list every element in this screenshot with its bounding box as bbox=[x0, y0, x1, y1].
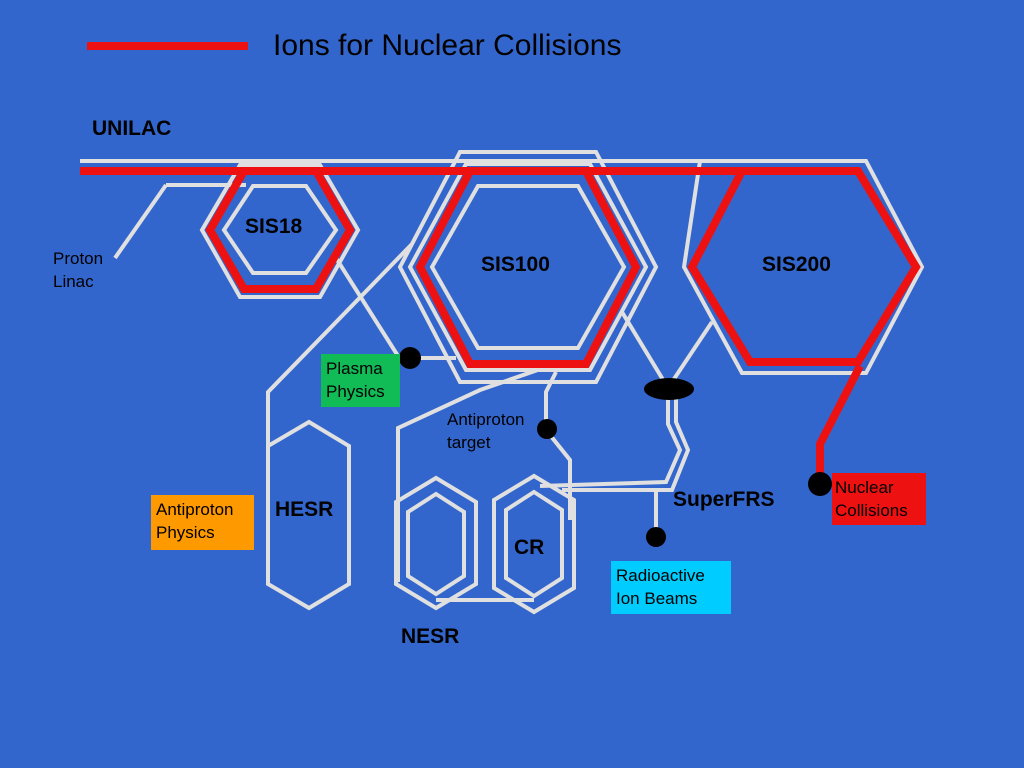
red-to-nuclear-collisions bbox=[816, 364, 864, 484]
superfrs-line-a bbox=[539, 390, 683, 488]
plasma-target-dot bbox=[399, 347, 421, 369]
line-sis100-superfrs bbox=[620, 310, 670, 390]
superfrs-line-b bbox=[562, 390, 691, 492]
radioactive-ion-beams-box: Radioactive Ion Beams bbox=[611, 561, 731, 614]
antiproton-physics-box: Antiproton Physics bbox=[151, 495, 254, 550]
proton-linac-line1: Proton bbox=[53, 249, 104, 268]
unilac-label: UNILAC bbox=[92, 117, 172, 140]
plasma-physics-line1: Plasma bbox=[326, 359, 383, 378]
antiproton-target-line1: Antiproton bbox=[447, 410, 525, 429]
radioactive-line2: Ion Beams bbox=[616, 589, 698, 608]
line-sis200-superfrs bbox=[666, 320, 714, 390]
superfrs-label: SuperFRS bbox=[673, 488, 775, 511]
sis200-label: SIS200 bbox=[762, 253, 831, 276]
plasma-physics-line2: Physics bbox=[326, 382, 385, 401]
nesr-ring-inner bbox=[406, 491, 466, 597]
antiproton-physics-line2: Physics bbox=[156, 523, 215, 542]
cr-ring-inner bbox=[504, 489, 564, 599]
target-markers bbox=[399, 347, 832, 547]
antiproton-target-label: Antiproton target bbox=[447, 408, 525, 454]
hesr-ring bbox=[266, 419, 351, 611]
red-sis200-ring bbox=[687, 167, 921, 366]
nuclear-collisions-line1: Nuclear bbox=[835, 478, 894, 497]
proton-linac-line bbox=[113, 183, 168, 260]
radioactive-target-dot bbox=[646, 527, 666, 547]
hesr-label: HESR bbox=[275, 498, 334, 521]
sis200-ring-outer bbox=[681, 159, 925, 375]
sis100-ring-mid bbox=[407, 162, 649, 372]
nesr-label: NESR bbox=[401, 625, 460, 648]
line-to-hesr bbox=[266, 242, 414, 446]
antiproton-target-line2: target bbox=[447, 433, 491, 452]
plasma-physics-box: Plasma Physics bbox=[321, 354, 400, 407]
proton-linac-label: Proton Linac bbox=[53, 247, 103, 293]
sis100-ring-outer bbox=[397, 150, 659, 384]
ion-beam-path bbox=[80, 167, 921, 484]
sis100-label: SIS100 bbox=[481, 253, 550, 276]
radioactive-line1: Radioactive bbox=[616, 566, 705, 585]
antiproton-target-dot bbox=[537, 419, 557, 439]
cr-ring-outer bbox=[492, 473, 576, 615]
line-antiproton-target bbox=[544, 371, 572, 520]
proton-linac-line2: Linac bbox=[53, 272, 94, 291]
nuclear-target-dot bbox=[808, 472, 832, 496]
diagram-title: Ions for Nuclear Collisions bbox=[273, 29, 622, 62]
line-sis18-plasma bbox=[334, 256, 400, 358]
sis18-ring-outer bbox=[199, 163, 361, 299]
sis100-ring-inner bbox=[429, 184, 627, 350]
nesr-ring-outer bbox=[394, 475, 478, 611]
sis18-ring-inner bbox=[221, 184, 339, 275]
red-sis18-ring bbox=[205, 167, 355, 293]
sis18-label: SIS18 bbox=[245, 215, 303, 238]
nuclear-collisions-box: Nuclear Collisions bbox=[832, 473, 926, 525]
cr-label: CR bbox=[514, 536, 545, 559]
nuclear-collisions-line2: Collisions bbox=[835, 501, 908, 520]
antiproton-physics-line1: Antiproton bbox=[156, 500, 234, 519]
superfrs-target bbox=[644, 378, 694, 400]
red-sis100-ring bbox=[415, 167, 641, 368]
